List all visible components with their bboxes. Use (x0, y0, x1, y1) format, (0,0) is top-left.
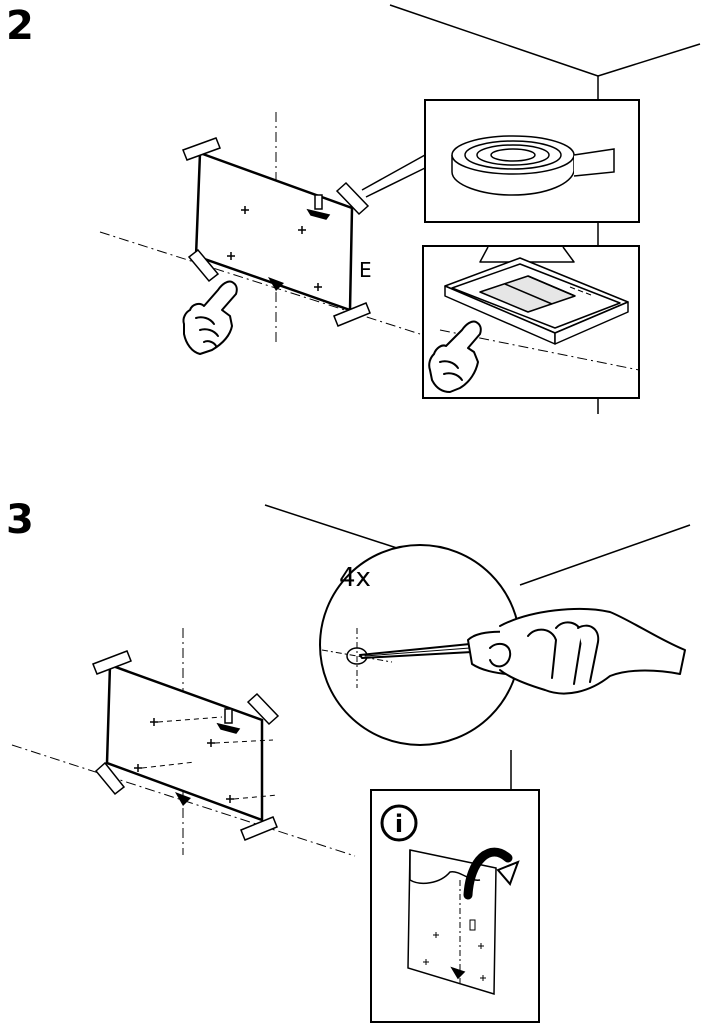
finger-press-icon (182, 280, 238, 355)
hanger-symbol-icon-3 (216, 708, 241, 734)
tape-pieces (182, 137, 371, 327)
drill-direction-lines (141, 716, 279, 800)
mark-crosses-3 (134, 718, 234, 803)
template-sheet-3 (105, 663, 279, 822)
center-arrow-mark (268, 277, 284, 291)
step-number-2: 2 (6, 3, 34, 49)
room-corner-lines-3 (264, 504, 691, 790)
info-icon: i (380, 804, 418, 842)
hanger-symbol-icon (306, 194, 331, 220)
screwdriver-icon (359, 607, 686, 695)
info-badge-letter: i (395, 810, 403, 838)
tape-pieces-3 (92, 650, 280, 841)
center-guide-lines (99, 112, 421, 345)
peeled-template (407, 849, 497, 996)
step-2-scene: E (99, 4, 701, 414)
tape-roll-icon (451, 135, 615, 196)
wall-label-e: E (359, 258, 372, 282)
center-arrow-mark-3 (175, 792, 191, 806)
finger-press-icon-detail (428, 320, 482, 393)
cooker-hood-drawing (444, 246, 629, 345)
peel-arrow-icon (463, 847, 520, 900)
hood-alignment-detail-box (422, 245, 640, 399)
hood-guide-line (439, 329, 640, 371)
step-number-3: 3 (6, 497, 34, 543)
callout-pointer (361, 154, 426, 198)
tape-roll-detail-box (424, 99, 640, 223)
info-detail-box: i (370, 789, 540, 1023)
repeat-count-label: 4x (339, 563, 371, 593)
room-corner-lines (389, 4, 701, 414)
step-3-scene: 4x i (11, 504, 691, 1023)
mark-crosses (227, 206, 322, 291)
template-sheet (194, 151, 354, 312)
